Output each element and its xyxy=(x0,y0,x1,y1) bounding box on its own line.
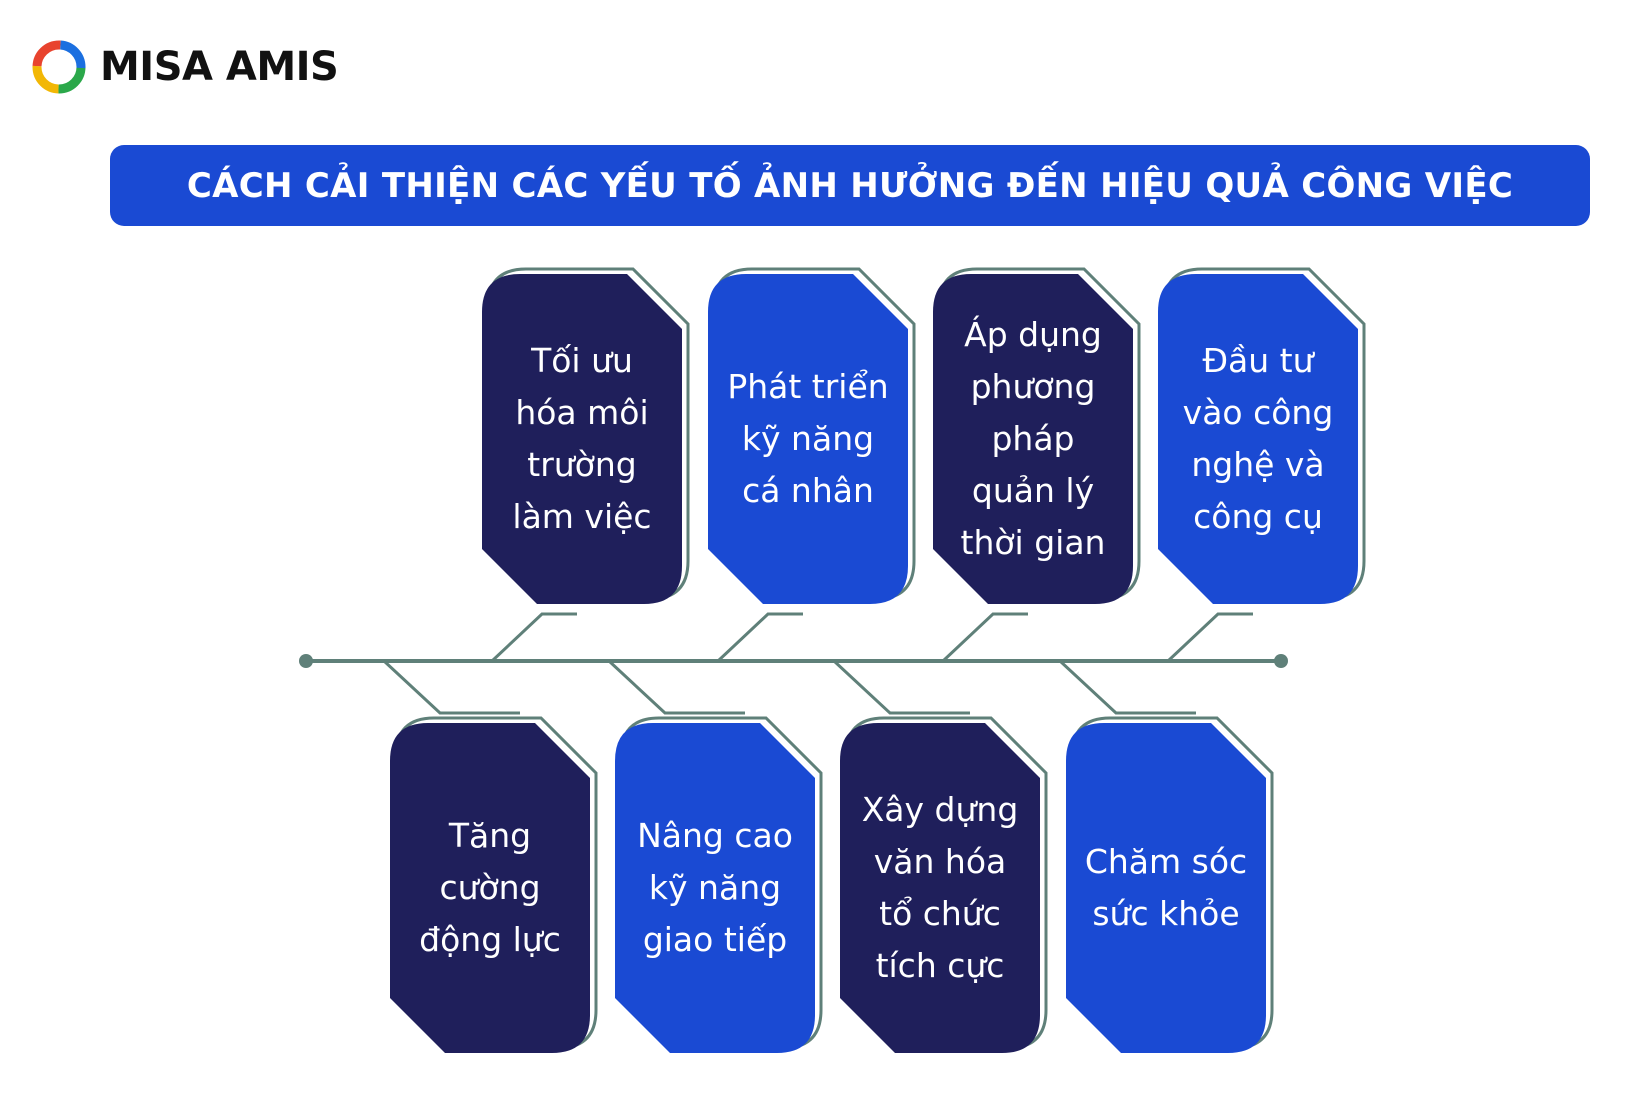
card-top-2 xyxy=(708,274,908,604)
title-banner: CÁCH CẢI THIỆN CÁC YẾU TỐ ẢNH HƯỞNG ĐẾN … xyxy=(110,145,1590,226)
bottom-branch-2 xyxy=(607,659,745,715)
card-text-top-2: Phát triển kỹ năng cá nhân xyxy=(727,367,889,510)
top-branch-1 xyxy=(490,612,577,663)
spine-end-dot xyxy=(1274,654,1288,668)
bottom-branch-3 xyxy=(832,659,970,715)
card-text-top-3: Áp dụng phương pháp quản lý thời gian xyxy=(960,315,1106,562)
bottom-branch-4 xyxy=(1058,659,1196,715)
card-bottom-4 xyxy=(1066,723,1266,1053)
brand-logo: MISA AMIS xyxy=(30,38,339,96)
card-text-bottom-4: Chăm sóc sức khỏe xyxy=(1084,842,1248,933)
spine-start-dot xyxy=(299,654,313,668)
bottom-branch-1 xyxy=(382,659,520,715)
card-bottom-2 xyxy=(615,723,815,1053)
card-text-bottom-3: Xây dựng văn hóa tổ chức tích cực xyxy=(861,790,1019,985)
card-text-bottom-2: Nâng cao kỹ năng giao tiếp xyxy=(637,816,793,959)
card-text-bottom-1: Tăng cường động lực xyxy=(419,816,561,959)
card-top-3 xyxy=(933,274,1133,604)
card-top-4 xyxy=(1158,274,1358,604)
top-branch-2 xyxy=(716,612,803,663)
top-branch-4 xyxy=(1166,612,1253,663)
card-top-1 xyxy=(482,274,682,604)
misa-amis-logo-icon xyxy=(32,40,86,94)
brand-name: MISA AMIS xyxy=(100,44,339,90)
card-bottom-3 xyxy=(840,723,1040,1053)
card-text-top-1: Tối ưu hóa môi trường làm việc xyxy=(512,341,652,536)
top-branch-3 xyxy=(941,612,1028,663)
card-text-top-4: Đầu tư vào công nghệ và công cụ xyxy=(1182,341,1334,536)
page-title: CÁCH CẢI THIỆN CÁC YẾU TỐ ẢNH HƯỞNG ĐẾN … xyxy=(186,165,1514,206)
card-bottom-1 xyxy=(390,723,590,1053)
